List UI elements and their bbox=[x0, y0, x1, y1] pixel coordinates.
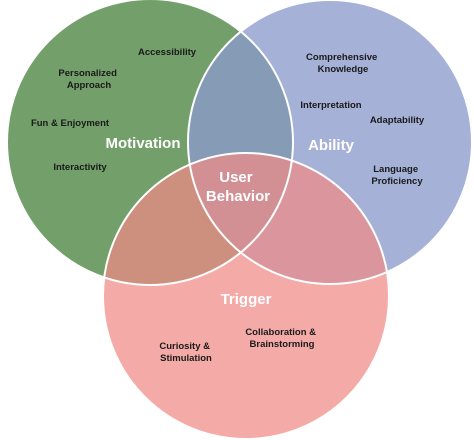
item-accessibility-line-1: Accessibility bbox=[138, 47, 197, 58]
item-language-proficiency: Language Proficiency bbox=[371, 164, 423, 187]
item-curiosity-line-1: Curiosity & bbox=[159, 341, 210, 352]
item-language-line-2: Proficiency bbox=[371, 176, 423, 187]
motivation-outline bbox=[6, 0, 294, 286]
item-personalized-approach: Personalized Approach bbox=[58, 68, 119, 91]
ability-title: Ability bbox=[308, 137, 354, 154]
trigger-title: Trigger bbox=[221, 291, 272, 308]
item-curiosity-stimulation: Curiosity & Stimulation bbox=[159, 341, 212, 364]
item-interpretation-line-1: Interpretation bbox=[300, 100, 361, 111]
item-collaboration-brainstorming: Collaboration & Brainstorming bbox=[245, 327, 318, 350]
item-adaptability: Adaptability bbox=[370, 115, 425, 126]
center-line-1: User bbox=[219, 169, 253, 186]
motivation-title: Motivation bbox=[106, 135, 181, 152]
item-curiosity-line-2: Stimulation bbox=[160, 353, 212, 364]
center-line-2: Behavior bbox=[206, 188, 270, 205]
item-fun-enjoyment: Fun & Enjoyment bbox=[31, 118, 110, 129]
item-comprehensive-line-2: Knowledge bbox=[318, 64, 369, 75]
item-adaptability-line-1: Adaptability bbox=[370, 115, 425, 126]
item-interactivity-line-1: Interactivity bbox=[53, 162, 107, 173]
center-label: User Behavior bbox=[206, 169, 270, 205]
item-collaboration-line-1: Collaboration & bbox=[245, 327, 316, 338]
trigger-outline bbox=[102, 152, 390, 440]
item-collaboration-line-2: Brainstorming bbox=[250, 339, 315, 350]
item-personalized-line-1: Personalized bbox=[58, 68, 117, 79]
item-interactivity: Interactivity bbox=[53, 162, 107, 173]
item-interpretation: Interpretation bbox=[300, 100, 361, 111]
item-personalized-line-2: Approach bbox=[67, 80, 112, 91]
item-accessibility: Accessibility bbox=[138, 47, 197, 58]
ability-outline bbox=[187, 0, 473, 285]
item-fun-line-1: Fun & Enjoyment bbox=[31, 118, 110, 129]
item-language-line-1: Language bbox=[373, 164, 418, 175]
item-comprehensive-knowledge: Comprehensive Knowledge bbox=[306, 52, 380, 75]
trigger-circle bbox=[103, 153, 389, 439]
item-comprehensive-line-1: Comprehensive bbox=[306, 52, 377, 63]
